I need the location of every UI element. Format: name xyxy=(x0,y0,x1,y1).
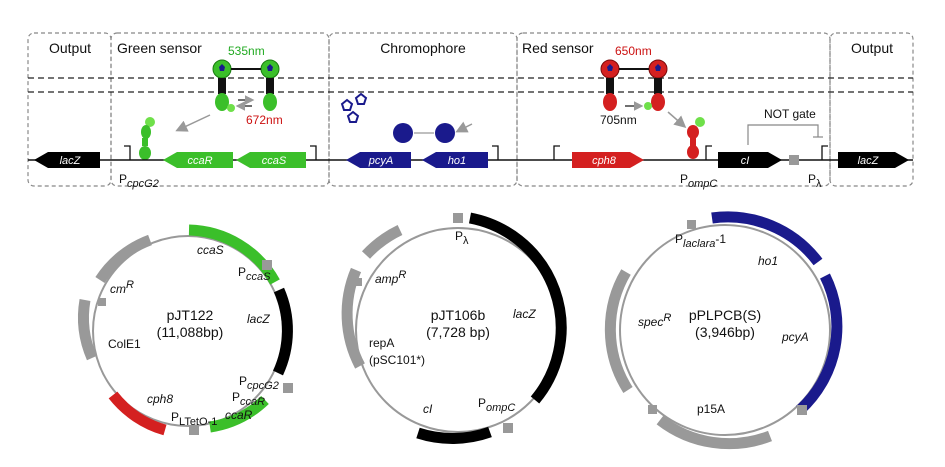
wavelength-535: 535nm xyxy=(228,44,265,58)
plasmid-pplpcbs: pPLPCB(S) (3,946bp) Placlara-1 ho1 specR… xyxy=(604,211,843,450)
gene-ccar-label: ccaR xyxy=(187,155,212,167)
wavelength-705: 705nm xyxy=(600,113,637,127)
chromophore-icon xyxy=(655,64,661,71)
pplpcbs-specr-label: specR xyxy=(638,312,671,329)
pplpcbs-placlara-label: Placlara-1 xyxy=(675,232,726,250)
section-red-sensor-label: Red sensor xyxy=(522,40,594,56)
gene-ci: cI xyxy=(718,152,782,168)
gene-ho1-label: ho1 xyxy=(448,155,466,167)
gene-ccas: ccaS xyxy=(236,152,306,168)
pjt122-cole1-label: ColE1 xyxy=(108,337,141,351)
membrane xyxy=(28,77,913,93)
pjt122-ccar-label: ccaR xyxy=(225,408,253,422)
plasmid-pjt106b-name: pJT106b xyxy=(431,307,486,323)
chromophore-icon xyxy=(607,64,613,71)
red-signal-arrow xyxy=(667,111,687,128)
plasmid-pplpcbs-name: pPLPCB(S) xyxy=(689,307,761,323)
promoter-arrows xyxy=(124,145,828,160)
section-output-left-label: Output xyxy=(49,40,91,56)
pjt106b-plambda-label: Pλ xyxy=(455,229,469,247)
plasmid-pjt106b-size: (7,728 bp) xyxy=(426,324,490,340)
section-output-right-label: Output xyxy=(851,40,893,56)
pjt106b-lacz-label: lacZ xyxy=(513,307,536,321)
promoter-arrow-ho1 xyxy=(492,145,499,160)
plasmid-pjt106b: pJT106b (7,728 bp) Pλ ampR lacZ repA (pS… xyxy=(341,212,567,444)
pjt106b-psc101-label: (pSC101*) xyxy=(369,353,425,367)
pplpcbs-pcya-label: pcyA xyxy=(781,330,809,344)
pjt106b-repa-label: repA xyxy=(369,336,394,350)
gene-pcya: pcyA xyxy=(346,152,411,168)
plasmid-pjt122-name: pJT122 xyxy=(167,307,214,323)
pplpcbs-p15a-label: p15A xyxy=(697,402,725,416)
wavelength-672: 672nm xyxy=(246,113,283,127)
plasmid-pjt122-size: (11,088bp) xyxy=(157,324,224,340)
pjt106b-pompc-label: PompC xyxy=(478,396,515,414)
box-output-right xyxy=(829,32,914,187)
green-signal-arrow xyxy=(175,114,211,132)
cph8-sensor-dimer xyxy=(600,59,668,111)
promoter-pompc-label: PompC xyxy=(680,172,717,190)
chromophore-molecules xyxy=(340,92,368,123)
plasmid-pplpcbs-size: (3,946bp) xyxy=(695,324,755,340)
box-green-sensor xyxy=(110,32,330,187)
gene-cph8-label: cph8 xyxy=(592,155,617,167)
gene-lacz-left-label: lacZ xyxy=(60,155,82,167)
not-gate-label: NOT gate xyxy=(764,107,816,121)
section-boxes xyxy=(27,32,914,187)
plasmid-pjt122: pJT122 (11,088bp) ccaS PccaS lacZ cmR Co… xyxy=(78,224,293,436)
gene-ho1: ho1 xyxy=(422,152,488,168)
gene-ccas-label: ccaS xyxy=(262,155,287,167)
ccas-sensor-dimer xyxy=(212,59,280,112)
promoter-arrow-ccas xyxy=(310,145,317,160)
pjt122-cmr-label: cmR xyxy=(110,279,134,296)
pjt122-pccar-label: PccaR xyxy=(232,390,265,408)
gene-ccar: ccaR xyxy=(163,152,233,168)
section-chromophore-label: Chromophore xyxy=(380,40,466,56)
ccar-regulator xyxy=(139,117,155,160)
promoter-pcpcg2-label: PcpcG2 xyxy=(119,172,159,190)
gene-lacz-right: lacZ xyxy=(838,152,909,168)
pjt122-lacz-label: lacZ xyxy=(247,312,270,326)
promoter-arrow-plambda xyxy=(821,145,828,160)
not-gate-bracket xyxy=(747,124,823,145)
gene-ci-label: cI xyxy=(741,155,750,167)
pjt122-pccas-label: PccaS xyxy=(238,265,271,283)
gene-lacz-left: lacZ xyxy=(34,152,100,168)
pjt106b-ampr-label: ampR xyxy=(375,269,406,286)
gene-cph8: cph8 xyxy=(572,152,644,168)
wavelength-650: 650nm xyxy=(615,44,652,58)
pjt122-pltet-label: PLTetO-1 xyxy=(171,410,217,428)
pjt106b-ci-label: cI xyxy=(423,402,433,416)
chromophore-icon xyxy=(219,64,225,71)
section-green-sensor-label: Green sensor xyxy=(117,40,202,56)
ompr-regulator xyxy=(687,117,705,159)
pjt122-cph8-label: cph8 xyxy=(147,392,173,406)
gene-pcya-label: pcyA xyxy=(368,155,393,167)
pjt122-pcpcg2-label: PcpcG2 xyxy=(239,374,279,392)
ho1-pcya-enzymes xyxy=(393,121,473,143)
gene-lacz-right-label: lacZ xyxy=(858,155,880,167)
pplpcbs-ho1-label: ho1 xyxy=(758,254,778,268)
promoter-arrow-pcpcg2 xyxy=(124,145,131,160)
terminator xyxy=(789,155,799,165)
promoter-arrow-cph8 xyxy=(553,145,560,160)
promoter-plambda-label: Pλ xyxy=(808,172,822,190)
pjt122-ccas-label: ccaS xyxy=(197,243,224,257)
promoter-arrow-pompc xyxy=(705,145,712,160)
chromophore-icon xyxy=(267,64,273,71)
